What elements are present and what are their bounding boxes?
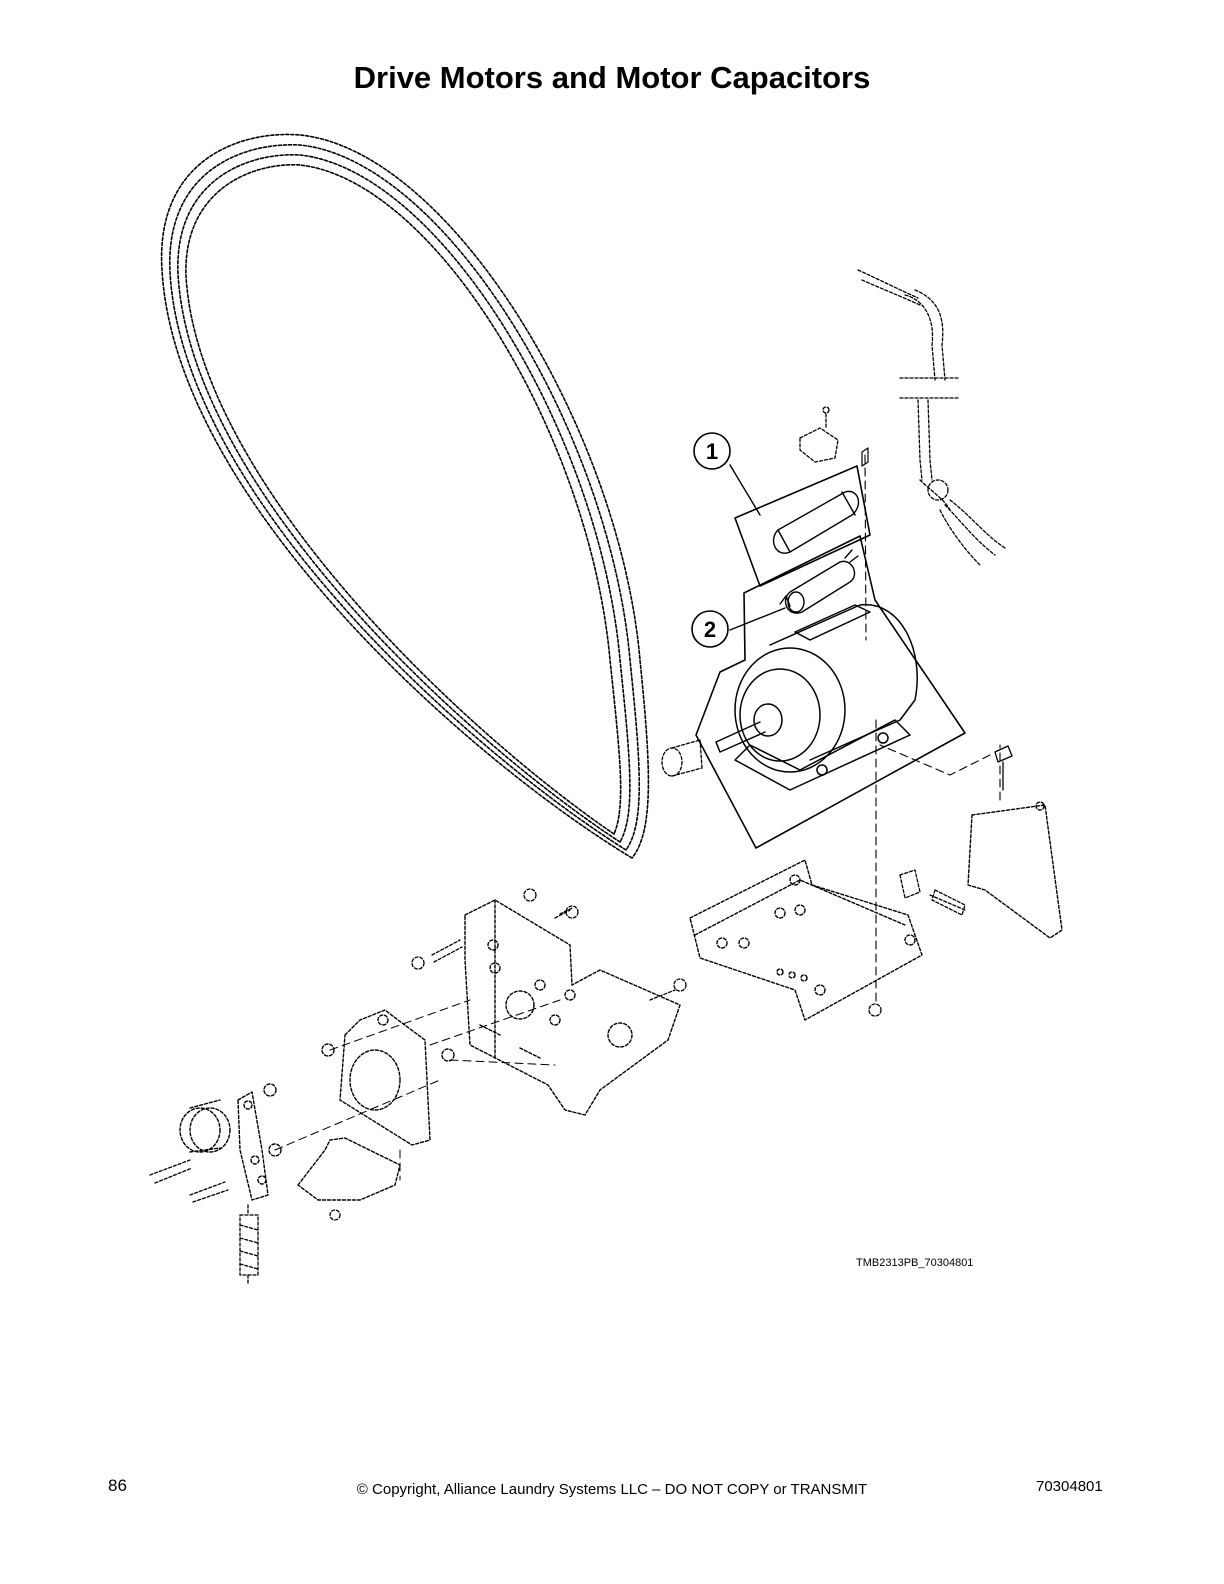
page-title: Drive Motors and Motor Capacitors: [353, 60, 871, 95]
figure-code: TMB2313PB_70304801: [856, 1257, 974, 1269]
assembly-axis-lines: [274, 999, 561, 1181]
callout-leaders: [729, 464, 791, 631]
page-number: 86: [108, 1476, 127, 1495]
motor-pulley: [661, 739, 703, 777]
wire-harness: [857, 269, 1006, 566]
tension-spring: [239, 1204, 259, 1286]
lower-mounting-foot: [297, 1137, 401, 1201]
top-screw: [861, 447, 869, 467]
motor-assembly-outline: [695, 465, 966, 849]
callout-2-label: 2: [704, 617, 716, 642]
callout-1: 1: [693, 432, 731, 470]
callout-1-label: 1: [706, 439, 718, 464]
bracket-hardware: [411, 888, 882, 1017]
idler-arm: [237, 1083, 282, 1201]
idler-bracket: [321, 1009, 455, 1146]
callout-2: 2: [691, 610, 729, 648]
cover-plate: [967, 801, 1063, 939]
drive-motor: [715, 604, 918, 791]
drive-belt: [160, 133, 650, 859]
mounting-plate: [464, 899, 681, 1116]
motor-base-bracket: [689, 859, 923, 1021]
idler-pulley: [179, 1099, 231, 1153]
start-capacitor: [784, 549, 859, 614]
document-number: 70304801: [1036, 1478, 1103, 1495]
clip-and-bolt: [899, 869, 966, 916]
idler-bolts: [149, 1159, 341, 1221]
copyright-notice: © Copyright, Alliance Laundry Systems LL…: [356, 1481, 868, 1498]
mounting-axis-lines: [864, 454, 1001, 1006]
run-capacitor: [772, 490, 860, 554]
motor-screw: [994, 745, 1013, 791]
capacitor-clamp: [799, 406, 839, 463]
